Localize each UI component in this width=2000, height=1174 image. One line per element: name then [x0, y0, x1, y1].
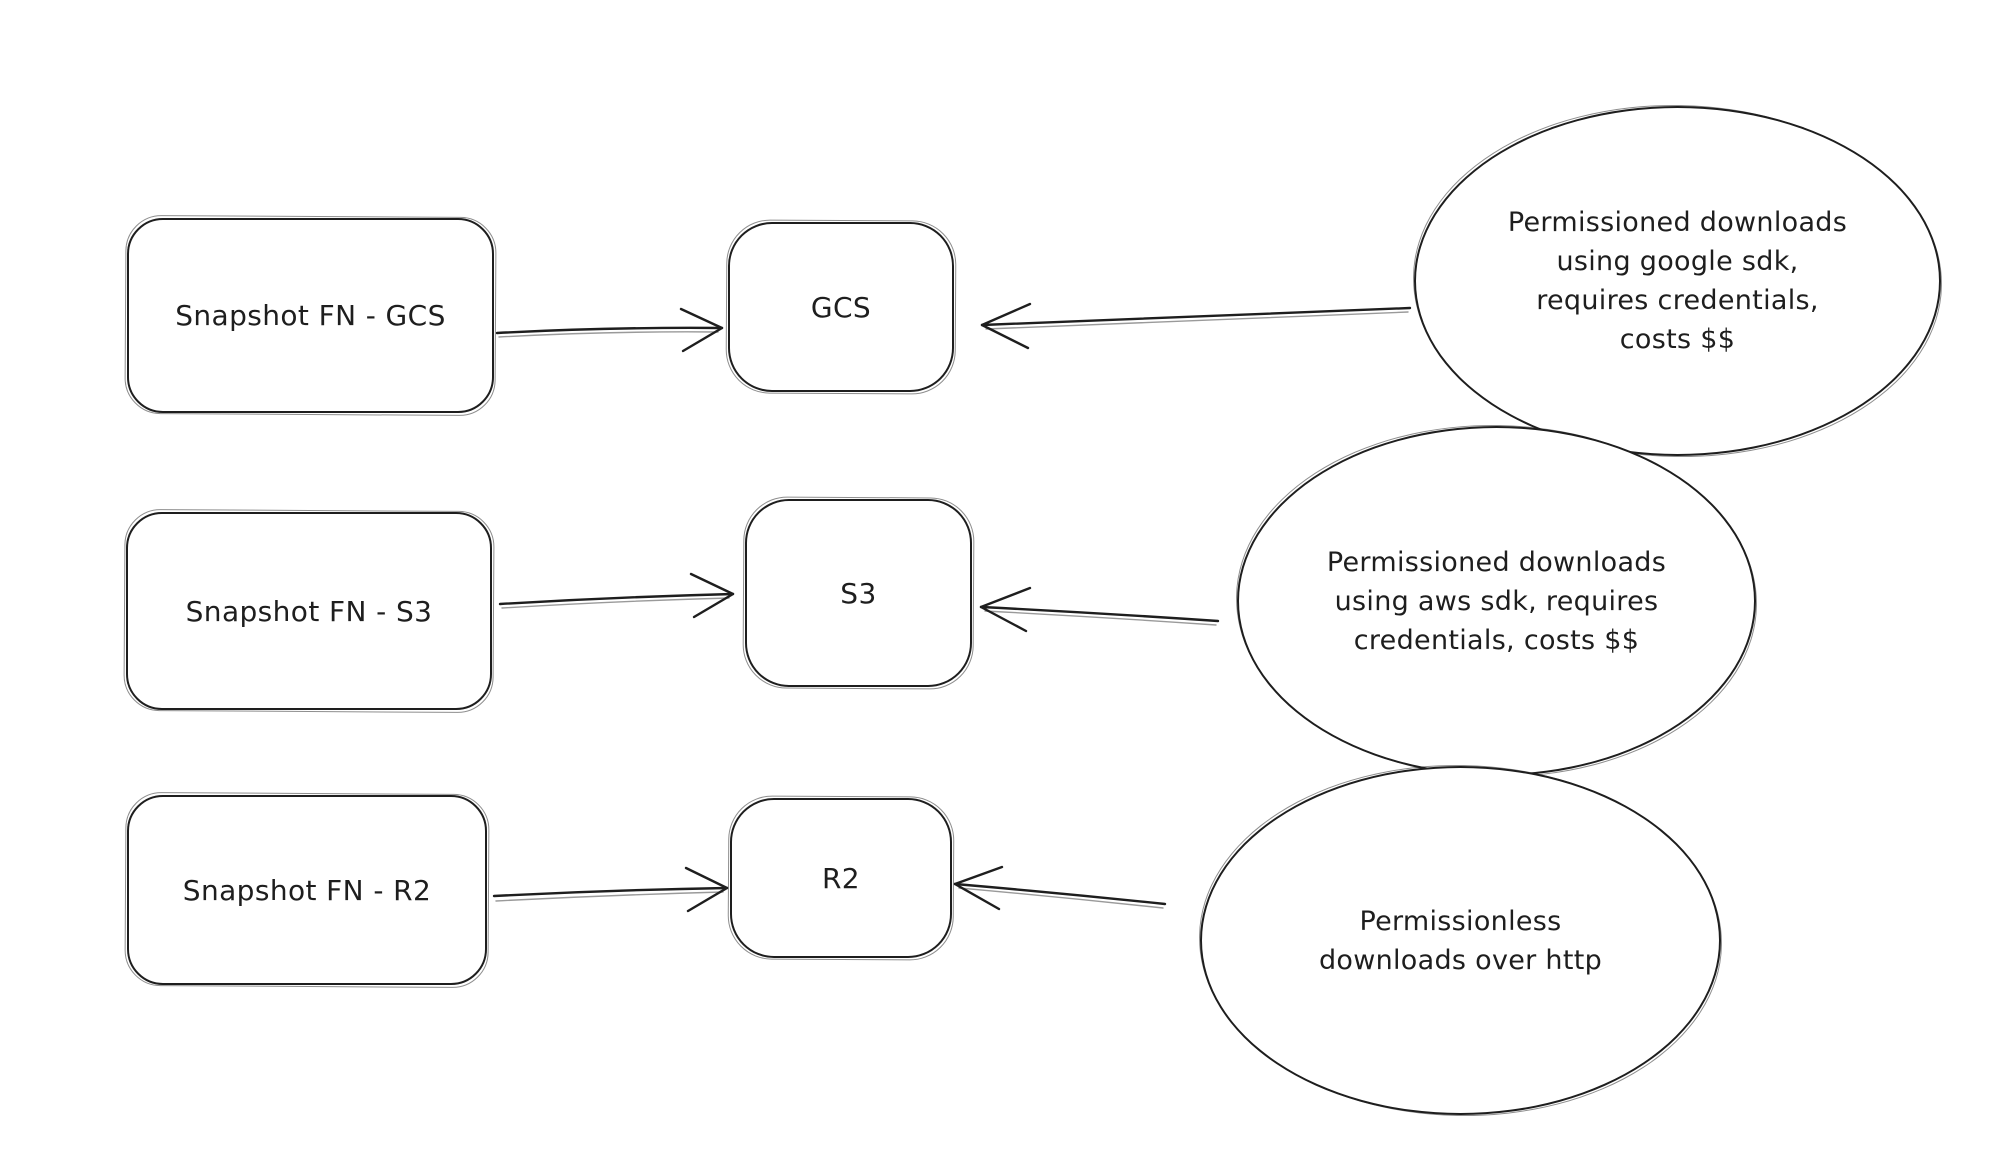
- annotation-line: credentials, costs $$: [1353, 624, 1640, 656]
- node-r2-label: R2: [821, 861, 861, 895]
- node-snapshot-fn-s3-label: Snapshot FN - S3: [185, 594, 433, 628]
- node-r2: R2: [730, 798, 952, 958]
- node-gcs-label: GCS: [810, 290, 872, 324]
- node-snapshot-fn-s3: Snapshot FN - S3: [126, 512, 492, 710]
- annotation-line: Permissionless: [1359, 905, 1562, 937]
- annotation-r2-text: Permissionless downloads over http: [1319, 902, 1602, 980]
- annotation-r2-ellipse: Permissionless downloads over http: [1200, 766, 1721, 1115]
- annotation-line: Permissioned downloads: [1326, 546, 1667, 578]
- arrow-snapshot-r2-to-r2: [492, 866, 729, 913]
- annotation-line: downloads over http: [1318, 944, 1603, 976]
- annotation-s3-ellipse: Permissioned downloads using aws sdk, re…: [1237, 426, 1756, 776]
- annotation-s3-text: Permissioned downloads using aws sdk, re…: [1327, 543, 1666, 660]
- arrow-snapshot-gcs-to-gcs: [495, 307, 724, 353]
- arrow-annotation-r2-to-r2: [953, 865, 1167, 911]
- arrow-annotation-gcs-to-gcs: [980, 302, 1412, 350]
- arrow-annotation-s3-to-s3: [979, 586, 1220, 633]
- node-snapshot-fn-gcs-label: Snapshot FN - GCS: [175, 299, 446, 332]
- annotation-line: using google sdk,: [1556, 246, 1799, 277]
- annotation-line: using aws sdk, requires: [1334, 585, 1659, 617]
- node-s3-label: S3: [840, 576, 877, 610]
- annotation-line: requires credentials,: [1536, 285, 1819, 316]
- annotation-gcs-ellipse: Permissioned downloads using google sdk,…: [1414, 106, 1941, 456]
- arrow-snapshot-s3-to-s3: [498, 572, 735, 619]
- annotation-line: costs $$: [1619, 324, 1736, 355]
- node-gcs: GCS: [728, 222, 954, 392]
- node-snapshot-fn-r2-label: Snapshot FN - R2: [182, 873, 432, 907]
- annotation-line: Permissioned downloads: [1507, 207, 1848, 238]
- node-snapshot-fn-r2: Snapshot FN - R2: [127, 795, 487, 985]
- node-snapshot-fn-gcs: Snapshot FN - GCS: [127, 218, 494, 413]
- annotation-gcs-text: Permissioned downloads using google sdk,…: [1508, 203, 1847, 359]
- node-s3: S3: [745, 499, 972, 687]
